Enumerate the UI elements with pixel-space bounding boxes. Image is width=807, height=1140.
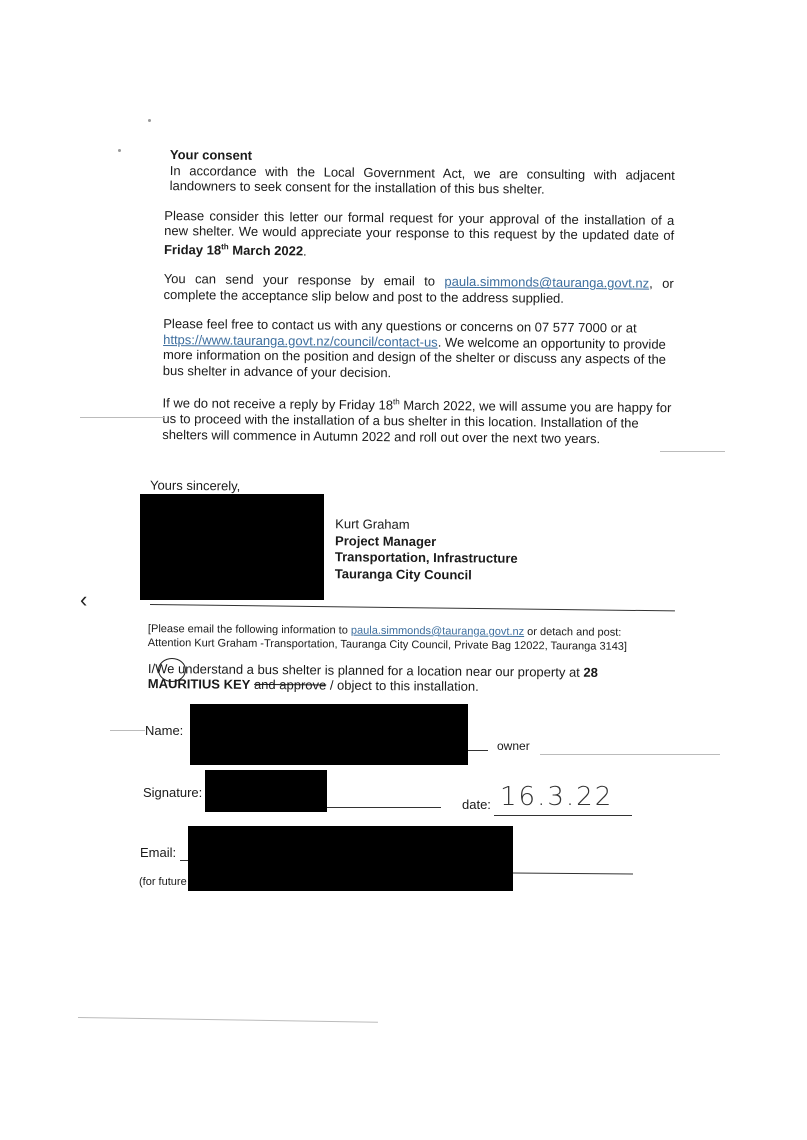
slip-instructions: [Please email the following information …	[148, 622, 668, 654]
p2-deadline: Friday 18th March 2022	[164, 242, 303, 258]
we-circled-mark	[158, 658, 186, 682]
slip-statement-end: / object to this installation.	[326, 677, 479, 694]
email-field-line	[512, 872, 634, 875]
p2-text: Please consider this letter our formal r…	[164, 207, 675, 243]
scan-line	[660, 451, 725, 452]
sender-title: Project Manager	[335, 532, 437, 549]
slip-instruction-text: [Please email the following information …	[147, 622, 351, 637]
sender-organisation: Tauranga City Council	[334, 565, 472, 582]
redacted-signature	[140, 494, 324, 600]
p2-deadline-sup: th	[221, 242, 229, 252]
name-field-line	[468, 750, 488, 751]
p2-deadline-month: March 2022	[228, 242, 304, 259]
consent-paragraph-5: If we do not receive a reply by Friday 1…	[162, 392, 672, 447]
email-field-line-start	[180, 860, 188, 861]
scan-line	[540, 754, 720, 755]
signature-field-line	[327, 807, 441, 808]
closing-salutation: Yours sincerely,	[149, 477, 241, 494]
p2-deadline-day: Friday 18	[163, 241, 222, 258]
p2-period: .	[303, 243, 307, 259]
response-email-link[interactable]: paula.simmonds@tauranga.govt.nz	[444, 274, 650, 291]
owner-label: owner	[497, 739, 530, 753]
date-label: date:	[462, 797, 491, 812]
scan-speck	[148, 119, 151, 122]
chevron-left-icon[interactable]: ‹	[80, 587, 88, 612]
consent-paragraph-1: In accordance with the Local Government …	[170, 163, 675, 199]
email-label: Email:	[140, 845, 177, 860]
handwritten-date: 16.3.22	[500, 782, 614, 812]
redacted-signature-field	[205, 770, 327, 812]
slip-instruction-text-end: or detach and post:	[524, 625, 622, 639]
p5-text: If we do not receive a reply by Friday 1…	[162, 395, 394, 413]
scan-line	[80, 417, 165, 418]
signature-label: Signature:	[143, 785, 203, 800]
slip-statement: I/We understand a bus shelter is planned…	[148, 661, 668, 696]
consent-paragraph-2: Please consider this letter our formal r…	[164, 207, 674, 262]
slip-address-number: 28	[583, 664, 598, 680]
name-label: Name:	[145, 723, 184, 738]
scan-line	[110, 730, 145, 731]
date-field-line	[494, 815, 632, 816]
scan-speck	[118, 149, 121, 152]
scan-line	[77, 1017, 378, 1023]
sender-department: Transportation, Infrastructure	[334, 549, 518, 566]
slip-email-link[interactable]: paula.simmonds@tauranga.govt.nz	[350, 624, 525, 638]
consent-paragraph-3: You can send your response by email to p…	[164, 271, 674, 307]
slip-instruction-line-2: Attention Kurt Graham -Transportation, T…	[147, 636, 628, 653]
redacted-name	[190, 704, 468, 765]
sender-name: Kurt Graham	[335, 516, 410, 532]
future-use-note: (for future	[139, 876, 187, 888]
detach-line	[149, 604, 675, 612]
sender-block: Kurt Graham Project Manager Transportati…	[335, 516, 518, 584]
consent-paragraph-1-text: In accordance with the Local Government …	[169, 162, 675, 197]
redacted-email	[188, 826, 513, 891]
consent-paragraph-4: Please feel free to contact us with any …	[163, 316, 674, 383]
consent-section: Your consent In accordance with the Loca…	[162, 147, 675, 447]
struck-approve-text: and approve	[253, 676, 327, 693]
